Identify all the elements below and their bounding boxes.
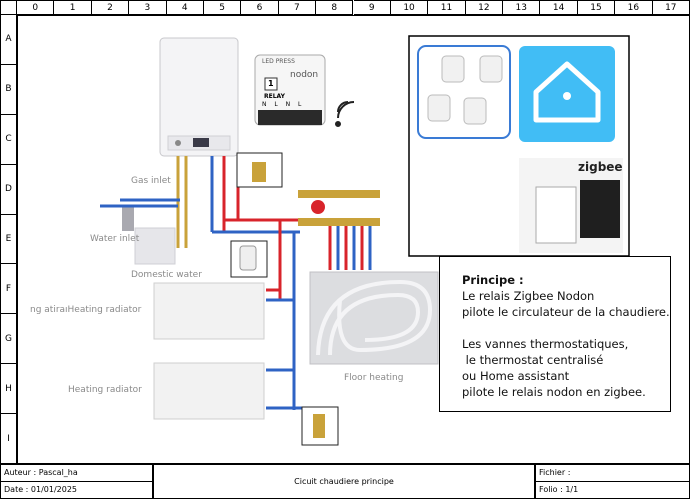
column-label: 10 bbox=[390, 0, 429, 15]
column-label: 1 bbox=[54, 0, 92, 15]
row-label: C bbox=[0, 114, 17, 165]
relay-brand: nodon bbox=[290, 70, 319, 80]
manifold bbox=[298, 190, 380, 270]
column-label: 3 bbox=[129, 0, 167, 15]
principle-line-3: Les vannes thermostatiques, bbox=[462, 337, 629, 351]
valve-callout-1 bbox=[236, 152, 283, 188]
floor-heating bbox=[309, 271, 439, 365]
principle-text: Principe : Le relais Zigbee Nodon pilote… bbox=[462, 272, 670, 400]
folio-field: Folio : 1/1 bbox=[535, 482, 690, 499]
title-block: Auteur : Pascal_ha Date : 01/01/2025 Cic… bbox=[0, 464, 690, 499]
heating-radiator-label-1: ng atiraıHeating radiator bbox=[30, 305, 142, 315]
grid-corner bbox=[0, 0, 17, 15]
heating-radiator-label-2: Heating radiator bbox=[68, 385, 142, 395]
column-label: 4 bbox=[166, 0, 204, 15]
principle-title: Principe : bbox=[462, 273, 524, 287]
relay-led-label: LED PRESS bbox=[262, 58, 295, 65]
wireless-icon bbox=[335, 101, 355, 127]
relay-pins: N L N L bbox=[262, 101, 305, 108]
boiler bbox=[159, 37, 239, 157]
date-field: Date : 01/01/2025 bbox=[0, 482, 153, 499]
principle-line-4: le thermostat centralisé bbox=[462, 353, 604, 367]
water-filter bbox=[100, 204, 178, 231]
domestic-water-label: Domestic water bbox=[131, 270, 202, 280]
column-label: 14 bbox=[540, 0, 578, 15]
heating-diagram bbox=[100, 35, 630, 446]
principle-box: Principe : Le relais Zigbee Nodon pilote… bbox=[439, 256, 671, 412]
file-field: Fichier : bbox=[535, 465, 690, 482]
radiator-2 bbox=[153, 362, 265, 420]
row-label: B bbox=[0, 64, 17, 115]
row-label: H bbox=[0, 364, 17, 415]
devices-box bbox=[408, 35, 630, 257]
nodon-relay bbox=[254, 54, 326, 126]
valve-callout-3 bbox=[301, 406, 339, 446]
row-label: G bbox=[0, 314, 17, 365]
zigbee-logo: zigbee bbox=[578, 160, 623, 174]
domestic-water-tank bbox=[134, 227, 176, 265]
column-label: 8 bbox=[316, 0, 354, 15]
column-label: 9 bbox=[353, 0, 391, 15]
row-label: A bbox=[0, 15, 17, 65]
column-label: 11 bbox=[428, 0, 466, 15]
principle-line-1: Le relais Zigbee Nodon bbox=[462, 289, 595, 303]
radiator-1 bbox=[153, 282, 265, 340]
column-label: 6 bbox=[241, 0, 279, 15]
valve-callout-2 bbox=[230, 240, 268, 278]
row-label: I bbox=[0, 414, 17, 464]
row-label: F bbox=[0, 264, 17, 315]
principle-line-2: pilote le circulateur de la chaudiere. bbox=[462, 305, 670, 319]
column-label: 15 bbox=[577, 0, 616, 15]
row-label: D bbox=[0, 164, 17, 215]
principle-line-6: pilote le relais nodon en zigbee. bbox=[462, 385, 646, 399]
row-label: E bbox=[0, 214, 17, 265]
relay-number: 1 bbox=[268, 79, 274, 88]
author-field: Auteur : Pascal_ha bbox=[0, 465, 153, 482]
column-label: 17 bbox=[652, 0, 690, 15]
floor-heating-label: Floor heating bbox=[344, 373, 404, 383]
principle-line-5: ou Home assistant bbox=[462, 369, 570, 383]
column-label: 12 bbox=[465, 0, 504, 15]
drawing-title: Cicuit chaudiere principe bbox=[153, 465, 535, 499]
gas-inlet-label: Gas inlet bbox=[131, 176, 171, 186]
water-inlet-label: Water inlet bbox=[90, 234, 140, 244]
column-label: 16 bbox=[615, 0, 653, 15]
column-label: 7 bbox=[278, 0, 317, 15]
column-label: 2 bbox=[91, 0, 130, 15]
column-label: 13 bbox=[503, 0, 541, 15]
column-label: 0 bbox=[17, 0, 55, 15]
column-label: 5 bbox=[203, 0, 242, 15]
relay-name: RELAY bbox=[264, 93, 285, 100]
